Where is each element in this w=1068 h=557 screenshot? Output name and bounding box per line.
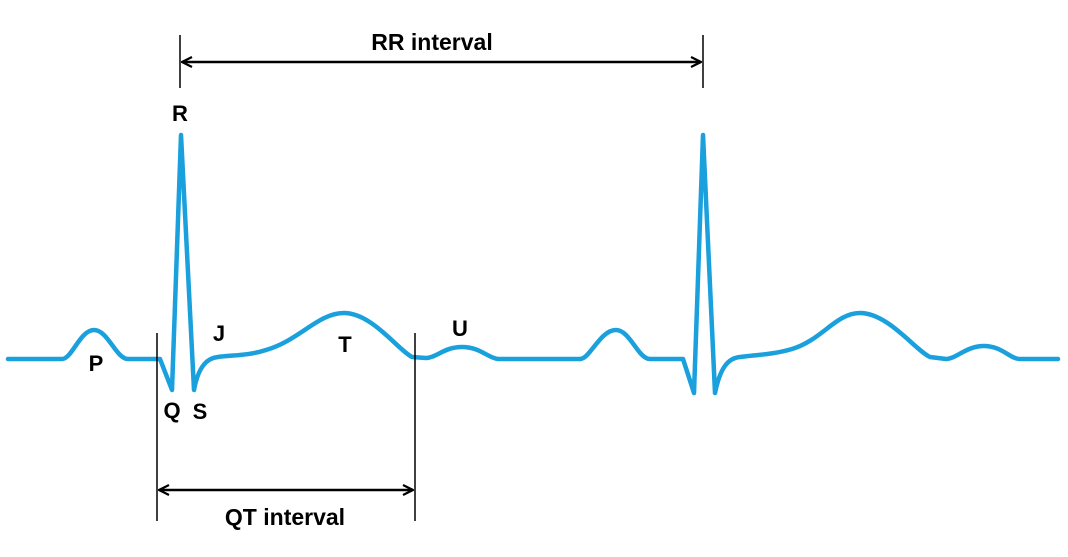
ecg-trace-beat-2: [577, 132, 1061, 396]
rr-interval-label: RR interval: [371, 29, 492, 55]
wave-label-q: Q: [163, 398, 180, 423]
ecg-trace-beat-1: [5, 132, 583, 393]
wave-label-u: U: [452, 316, 468, 341]
wave-label-p: P: [89, 351, 104, 376]
wave-label-j: J: [213, 321, 225, 346]
wave-label-r: R: [172, 101, 188, 126]
qt-interval-label: QT interval: [225, 504, 345, 530]
wave-label-t: T: [338, 332, 352, 357]
wave-label-s: S: [193, 399, 208, 424]
